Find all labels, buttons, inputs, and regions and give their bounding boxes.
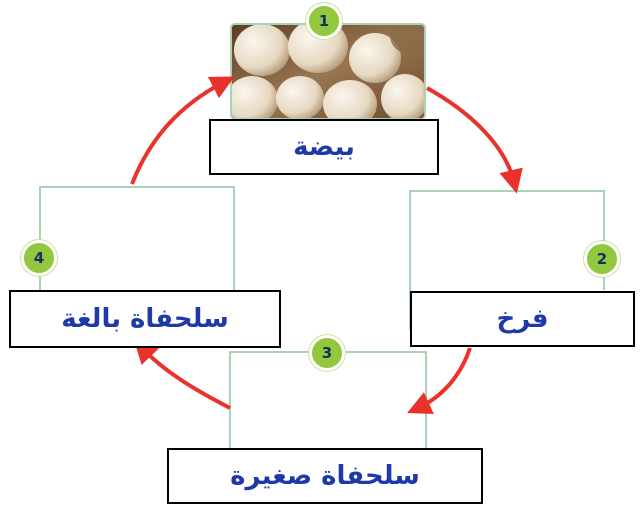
stage-number-badge-1: 1 xyxy=(306,3,342,39)
stage-number-badge-2: 2 xyxy=(584,241,620,277)
arrow-4-to-1 xyxy=(130,76,235,185)
arrow-2-to-3 xyxy=(407,347,472,414)
arrow-3-to-4 xyxy=(133,339,231,410)
stage-label-egg: بيضة xyxy=(209,119,439,175)
stage-frame-4 xyxy=(39,186,235,290)
eggs-photo xyxy=(230,23,426,120)
stage-number-badge-4: 4 xyxy=(21,240,57,276)
stage-label-hatchling: فرخ xyxy=(410,291,635,347)
stage-label-young-turtle: سلحفاة صغيرة xyxy=(167,448,483,504)
stage-number-badge-3: 3 xyxy=(309,335,345,371)
arrow-1-to-2 xyxy=(426,86,523,194)
stage-label-adult-turtle: سلحفاة بالغة xyxy=(9,290,281,348)
